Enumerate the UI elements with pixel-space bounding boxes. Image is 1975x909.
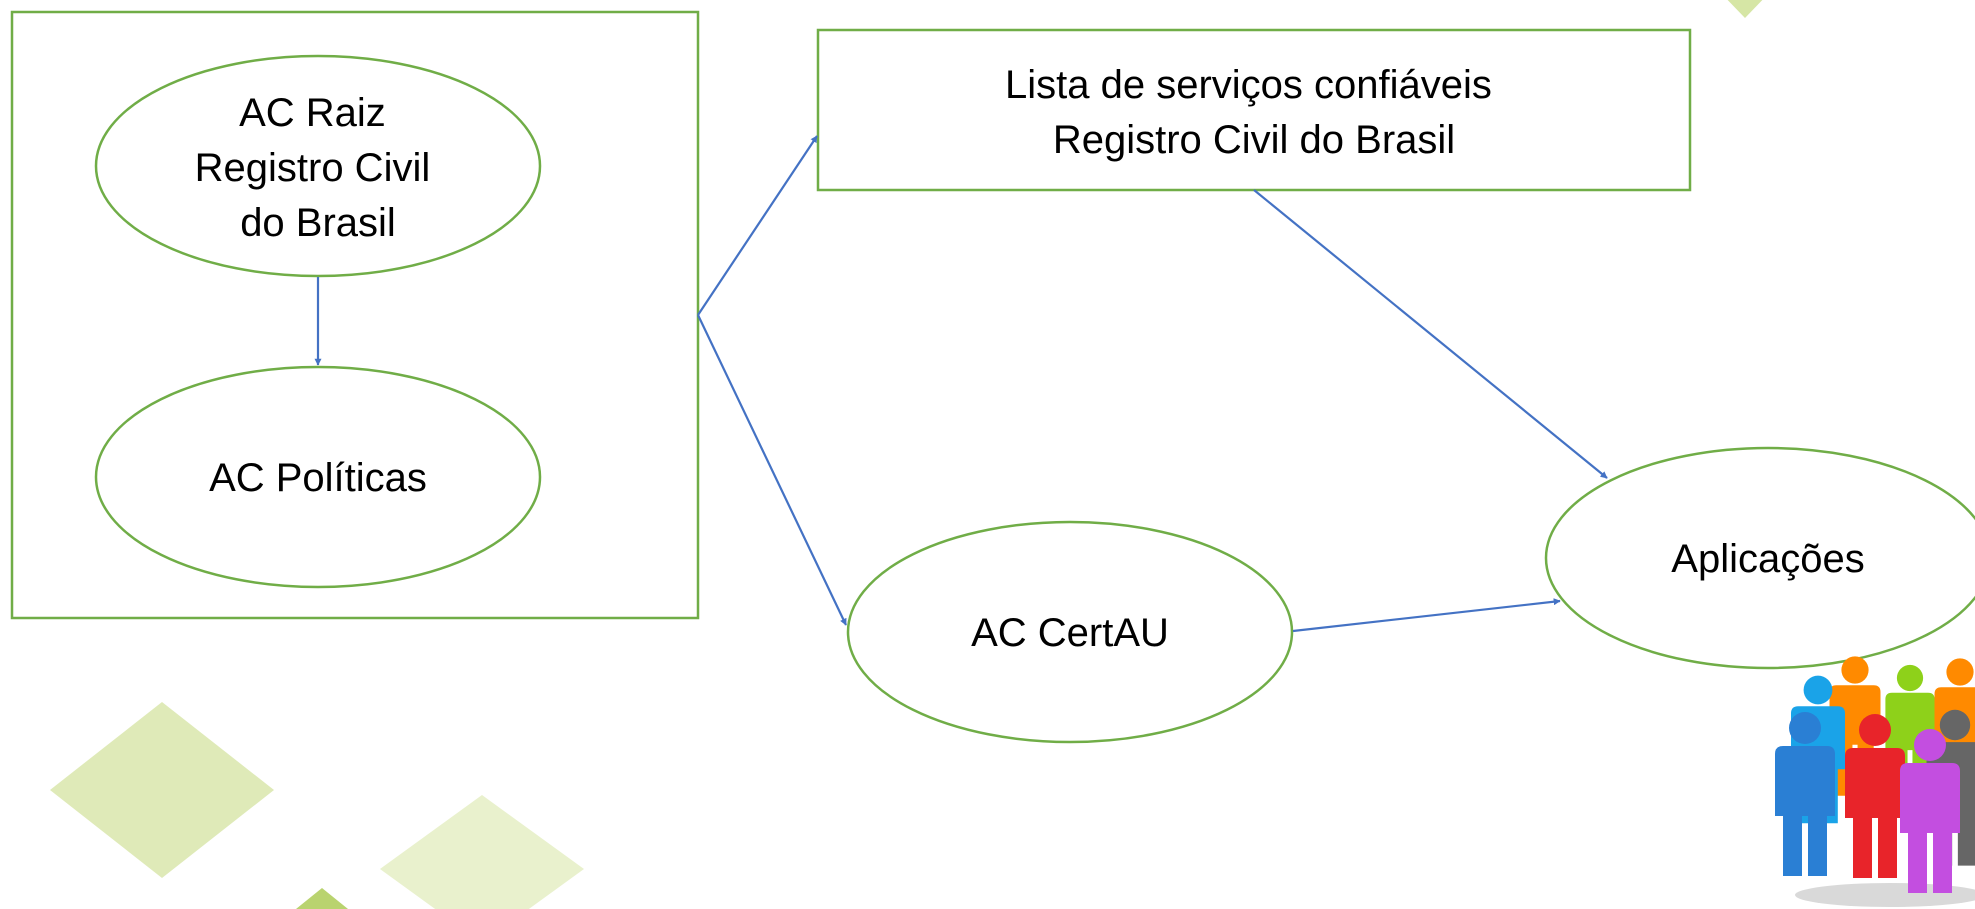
arrow-certau-to-aplicacoes — [1292, 598, 1561, 633]
node-aplicacoes-label: Aplicações — [1671, 537, 1864, 581]
node-lista-servicos-shape — [816, 28, 1692, 192]
person-figure — [1845, 714, 1905, 878]
node-ac-certau-shape — [846, 520, 1294, 744]
node-aplicacoes: Aplicações — [1544, 446, 1975, 670]
person-figure — [1775, 712, 1835, 876]
arrow-lista-to-aplicacoes — [1253, 189, 1608, 479]
node-ac-politicas-label: AC Políticas — [209, 456, 427, 500]
node-ac-politicas: AC Políticas — [94, 365, 542, 589]
arrows — [314, 135, 1608, 633]
decor-diamond-small — [296, 888, 348, 909]
decor-diamonds — [50, 0, 1763, 909]
node-ac-raiz: AC Raiz Registro Civil do Brasil — [94, 54, 542, 278]
people-group-icon — [1775, 656, 1975, 907]
node-ac-certau-label: AC CertAU — [971, 611, 1169, 655]
decor-diamond-large — [50, 702, 274, 878]
node-ac-raiz-shape — [94, 54, 542, 278]
node-lista-servicos: Lista de serviços confiáveis Registro Ci… — [816, 28, 1692, 192]
person-figure — [1900, 729, 1960, 893]
people-shadow — [1795, 883, 1975, 907]
svg-text:AC Raiz Registro Civil: AC Raiz Registro Civil do Brasil — [195, 91, 442, 245]
node-lista-servicos-line-1: Lista de serviços confiáveis — [1005, 63, 1492, 107]
node-ac-politicas-shape — [94, 365, 542, 589]
node-aplicacoes-shape — [1544, 446, 1975, 670]
arrow-group-to-certau — [697, 314, 847, 626]
node-ac-raiz-line-2: Registro Civil — [195, 146, 431, 190]
decor-diamond-medium — [380, 795, 584, 909]
node-ac-raiz-line-3: do Brasil — [240, 201, 396, 245]
node-lista-servicos-line-2: Registro Civil do Brasil — [1053, 118, 1455, 162]
arrow-group-to-lista — [697, 135, 818, 316]
node-ac-raiz-line-1: AC Raiz — [239, 91, 386, 135]
svg-text:Lista de serviços confiáveis: Lista de serviços confiáveis Registro Ci… — [1005, 63, 1503, 162]
decor-diamond-corner — [1727, 0, 1763, 18]
node-ac-certau: AC CertAU — [846, 520, 1294, 744]
